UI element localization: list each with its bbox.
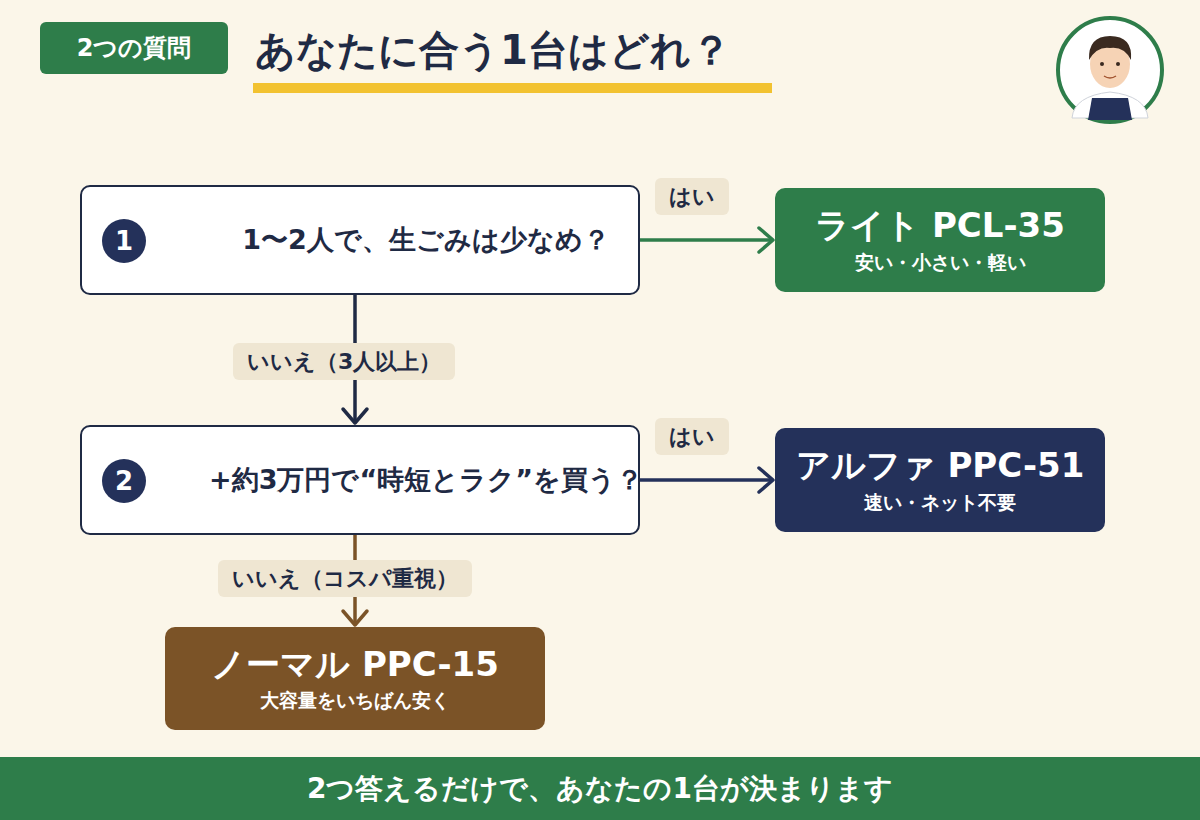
box-text: 2つの質問 — [77, 32, 192, 64]
footer-band: 2つ答えるだけで、あなたの1台が決まります — [0, 757, 1200, 820]
box-text: 1〜2人で、生ごみは少なめ？ — [242, 222, 610, 258]
result-box: アルファ PPC-51速い・ネット不要 — [775, 428, 1105, 532]
avatar-eye — [1100, 62, 1104, 66]
box-subtext: 安い・小さい・軽い — [855, 249, 1026, 276]
box-subtext: 速い・ネット不要 — [864, 489, 1016, 516]
question-box: 1〜2人で、生ごみは少なめ？ 1 — [80, 185, 640, 295]
avatar-hair — [1089, 36, 1131, 60]
result-box: ライト PCL-35安い・小さい・軽い — [775, 188, 1105, 292]
tag-box: 2つの質問 — [40, 22, 228, 74]
avatar-illustration — [1058, 18, 1162, 122]
arrow-head — [759, 228, 773, 252]
avatar-frame — [1058, 18, 1162, 122]
question-box: +約3万円で“時短とラク”を買う？ 2 — [80, 425, 640, 535]
edge-label: いいえ（コスパ重視） — [218, 560, 472, 597]
avatar-apron — [1088, 98, 1132, 120]
avatar-mouth — [1104, 76, 1116, 78]
edge-label: はい — [655, 178, 729, 215]
edge-label: はい — [655, 418, 729, 455]
box-text: ライト PCL-35 — [815, 204, 1065, 247]
arrow-head — [759, 468, 773, 492]
avatar-eye — [1116, 62, 1120, 66]
diagram-title: あなたに合う1台はどれ？ — [255, 22, 731, 78]
box-text: 1 — [115, 226, 133, 256]
connector — [640, 228, 773, 252]
edge-label: いいえ（3人以上） — [233, 343, 455, 380]
connector — [640, 468, 773, 492]
box-text: アルファ PPC-51 — [796, 444, 1085, 487]
result-box: ノーマル PPC-15大容量をいちばん安く — [165, 627, 545, 730]
title-underline — [253, 83, 772, 93]
arrow-head — [343, 409, 367, 423]
step-number: 2 — [102, 459, 146, 503]
box-text: +約3万円で“時短とラク”を買う？ — [209, 462, 643, 498]
box-text: 2 — [115, 466, 133, 496]
arrow-head — [343, 611, 367, 625]
connector-line — [640, 238, 773, 242]
box-subtext: 大容量をいちばん安く — [260, 687, 450, 714]
connector-line — [640, 478, 773, 482]
step-number: 1 — [102, 219, 146, 263]
box-text: ノーマル PPC-15 — [211, 643, 499, 686]
box-text: 2つ答えるだけで、あなたの1台が決まります — [307, 770, 893, 808]
